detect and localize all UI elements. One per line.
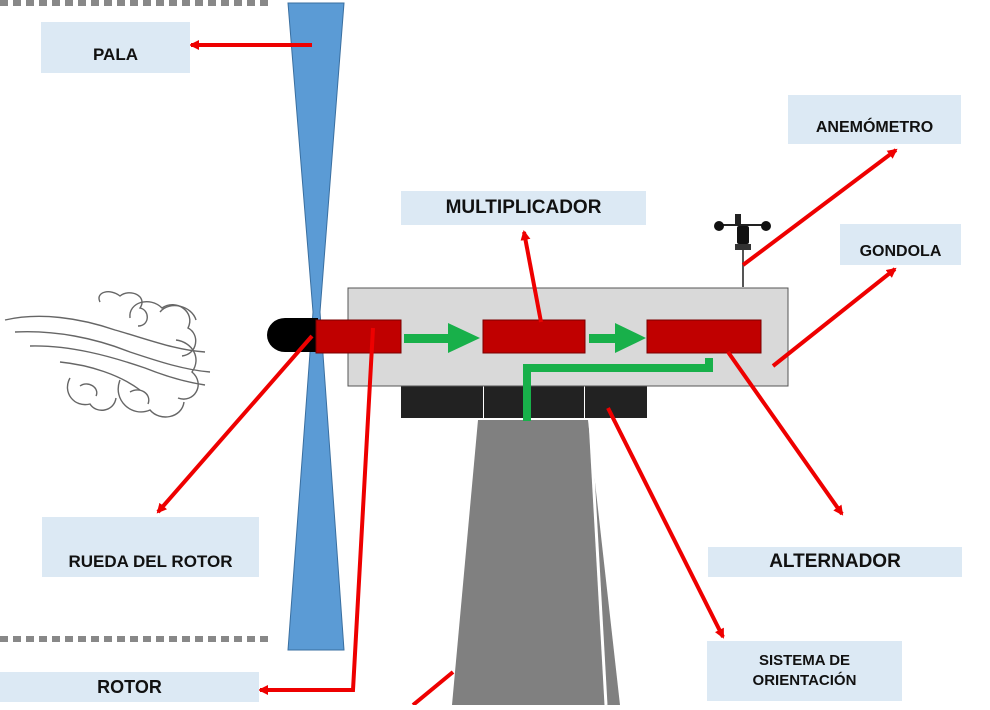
power-cable-path — [523, 358, 713, 421]
label-rueda-del-rotor-text: RUEDA DEL ROTOR — [68, 551, 233, 571]
arrow-gondola — [771, 267, 897, 368]
label-anemometro-text: ANEMÓMETRO — [815, 118, 934, 136]
label-sistema-line2: ORIENTACIÓN — [752, 672, 857, 689]
label-sistema-de-orientacion: SISTEMA DE ORIENTACIÓN — [707, 641, 902, 701]
arrow-rueda-del-rotor — [156, 334, 314, 514]
label-alternador: ALTERNADOR — [708, 547, 962, 577]
label-pala-text: PALA — [92, 45, 138, 65]
label-multiplicador-text: MULTIPLICADOR — [445, 197, 602, 219]
arrow-multiplicador — [520, 230, 543, 323]
tower-edge — [588, 419, 608, 706]
energy-flow-arrow-2 — [589, 323, 646, 353]
arrow-bottom-partial — [411, 670, 455, 707]
label-multiplicador: MULTIPLICADOR — [401, 191, 646, 225]
label-pala: PALA — [41, 22, 190, 73]
arrow-rotor — [258, 327, 375, 695]
pointer-arrows — [156, 40, 898, 707]
label-rueda-del-rotor: RUEDA DEL ROTOR — [42, 517, 259, 577]
label-sistema-line1: SISTEMA DE — [758, 651, 851, 669]
tower — [452, 420, 620, 705]
label-gondola: GONDOLA — [840, 224, 961, 265]
label-anemometro: ANEMÓMETRO — [788, 95, 961, 144]
wind-gust-icon — [4, 291, 211, 418]
energy-flow-arrow-1 — [404, 323, 480, 353]
alternator-block — [646, 319, 762, 354]
label-rotor: ROTOR — [0, 672, 259, 702]
arrow-alternador — [726, 350, 844, 516]
arrow-sistema-orientacion — [606, 407, 725, 639]
orientation-system-blocks — [401, 386, 647, 418]
rotor-shaft-block — [315, 319, 402, 354]
label-gondola-text: GONDOLA — [859, 242, 942, 260]
multiplier-block — [482, 319, 586, 354]
label-rotor-text: ROTOR — [97, 676, 162, 697]
label-alternador-text: ALTERNADOR — [769, 551, 901, 573]
arrow-anemometro — [741, 148, 898, 267]
anemometer-icon — [714, 214, 771, 287]
